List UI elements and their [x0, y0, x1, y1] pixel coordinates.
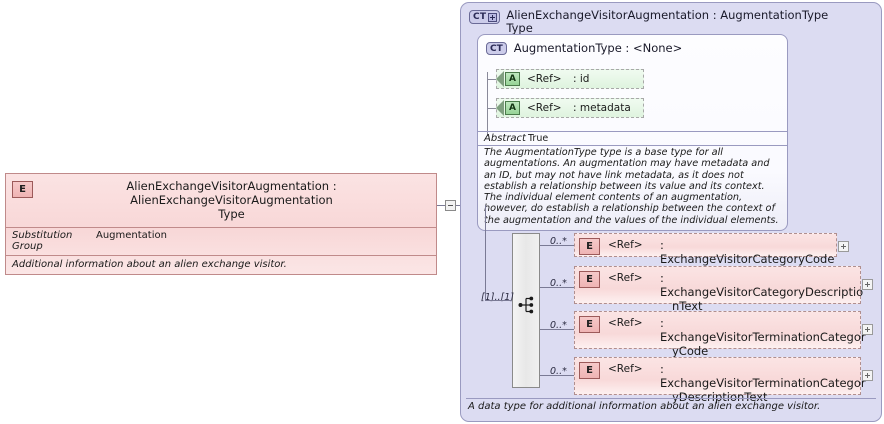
attribute-ref-label: <Ref> — [527, 102, 562, 114]
connector-element-to-toggle — [437, 205, 445, 206]
sequence-compositor-icon — [518, 296, 534, 314]
cardinality-element-2: 0..* — [550, 278, 567, 289]
element-title-line2: Type — [218, 207, 245, 221]
attribute-name-label: : id — [573, 73, 590, 85]
complextype-panel-header: CT AlienExchangeVisitorAugmentation : Au… — [461, 3, 881, 35]
sequence-cardinality-label: [1]..[1] — [481, 292, 514, 303]
element-ref-label: <Ref> — [608, 239, 643, 251]
element-title-line1: AlienExchangeVisitorAugmentation : Alien… — [126, 179, 337, 207]
element-property-row: Substitution Group Augmentation — [6, 228, 436, 256]
complextype-badge-CT-icon: CT — [486, 41, 507, 55]
element-name-label: : ExchangeVisitorTerminationCategor yDes… — [660, 361, 866, 404]
element-name-line1: : ExchangeVisitorTerminationCategor — [660, 316, 866, 344]
abstract-row: Abstract True — [484, 133, 548, 144]
substitution-group-label: Substitution Group — [12, 230, 73, 252]
element-badge-E-icon: E — [579, 271, 600, 288]
collapse-toggle-minus-icon[interactable] — [445, 200, 456, 211]
element-row-exchangevisitorterminationcategorydescriptiontext[interactable]: E <Ref> : ExchangeVisitorTerminationCate… — [574, 357, 866, 404]
attribute-flag-tip-icon — [496, 71, 504, 87]
element-row-exchangevisitorcategorycode[interactable]: E <Ref> : ExchangeVisitorCategoryCode — [574, 233, 837, 266]
connector-to-element-2 — [540, 287, 574, 288]
expand-toggle-plus-icon[interactable] — [862, 279, 873, 290]
panel-footer-description: A data type for additional information a… — [468, 401, 821, 412]
element-badge-E-icon: E — [579, 316, 600, 333]
augmentationtype-header: CT AugmentationType : <None> — [478, 35, 787, 55]
element-name-line2: yDescriptionText — [672, 390, 768, 404]
connector-to-element-1 — [540, 245, 574, 246]
attribute-tree-branch-2 — [487, 108, 496, 109]
element-ref-label: <Ref> — [608, 317, 643, 329]
attribute-row-metadata[interactable]: A <Ref> : metadata — [496, 98, 644, 118]
augmentationtype-documentation: The AugmentationType type is a base type… — [484, 147, 779, 226]
element-description: Additional information about an alien ex… — [12, 259, 287, 270]
sequence-input-connector — [500, 300, 512, 301]
attribute-row-id[interactable]: A <Ref> : id — [496, 69, 644, 89]
element-badge-E-icon: E — [12, 181, 33, 198]
expand-toggle-plus-icon[interactable] — [862, 324, 873, 335]
expand-toggle-plus-icon[interactable] — [862, 370, 873, 381]
complextype-panel-title: AlienExchangeVisitorAugmentation : Augme… — [506, 9, 828, 35]
cardinality-element-1: 0..* — [550, 236, 567, 247]
abstract-value: True — [528, 133, 549, 144]
connector-to-element-4 — [540, 375, 574, 376]
element-name-label: : ExchangeVisitorTerminationCategor yCod… — [660, 315, 866, 358]
complextype-badge-CT-expand-icon[interactable]: CT — [469, 10, 501, 24]
complextype-badge-label: CT — [473, 12, 487, 22]
element-badge-E-icon: E — [579, 362, 600, 379]
element-name-line1: : ExchangeVisitorTerminationCategor — [660, 362, 866, 390]
panel-footer-separator — [466, 398, 876, 399]
cardinality-element-3: 0..* — [550, 320, 567, 331]
attribute-tree-vertical-line — [487, 72, 488, 136]
element-row-exchangevisitorcategorydescriptiontext[interactable]: E <Ref> : ExchangeVisitorCategoryDescrip… — [574, 266, 863, 313]
panel-title-line2: Type — [506, 21, 533, 35]
element-name-line2: yCode — [672, 344, 709, 358]
element-badge-E-icon: E — [579, 238, 600, 255]
panel-title-line1: AlienExchangeVisitorAugmentation : Augme… — [506, 8, 829, 22]
attribute-ref-label: <Ref> — [527, 73, 562, 85]
abstract-label: Abstract — [484, 133, 526, 144]
attribute-badge-A-icon: A — [505, 72, 520, 86]
element-ref-label: <Ref> — [608, 272, 643, 284]
connector-vertical-to-sequence — [485, 205, 486, 301]
attribute-name-label: : metadata — [573, 102, 631, 114]
attribute-tree-branch-1 — [487, 79, 496, 80]
augmentationtype-title: AugmentationType : <None> — [513, 41, 683, 55]
element-alienexchangevisitoraugmentation[interactable]: E AlienExchangeVisitorAugmentation : Ali… — [5, 173, 437, 275]
element-header: E AlienExchangeVisitorAugmentation : Ali… — [6, 174, 436, 228]
cardinality-element-4: 0..* — [550, 366, 567, 377]
plus-square-icon — [488, 12, 498, 22]
abstract-separator — [478, 131, 787, 132]
connector-to-element-3 — [540, 329, 574, 330]
attribute-flag-tip-icon — [496, 100, 504, 116]
element-name-line1: : ExchangeVisitorCategoryDescriptio — [660, 271, 864, 299]
element-ref-label: <Ref> — [608, 363, 643, 375]
attribute-badge-A-icon: A — [505, 101, 520, 115]
augmentationtype-box: CT AugmentationType : <None> — [477, 34, 788, 231]
substitution-group-value: Augmentation — [96, 230, 167, 241]
attribute-flag-shape: A — [496, 71, 522, 87]
expand-toggle-plus-icon[interactable] — [838, 241, 849, 252]
element-name-label: : ExchangeVisitorCategoryCode — [660, 238, 835, 266]
element-row-exchangevisitorterminationcategorycode[interactable]: E <Ref> : ExchangeVisitorTerminationCate… — [574, 311, 866, 358]
connector-horizontal-to-sequence — [485, 300, 501, 301]
element-name-line2: nText — [672, 299, 703, 313]
element-name-label: : ExchangeVisitorCategoryDescriptio nTex… — [660, 270, 863, 313]
attribute-flag-shape: A — [496, 100, 522, 116]
documentation-separator — [478, 145, 787, 146]
element-title: AlienExchangeVisitorAugmentation : Alien… — [33, 179, 430, 221]
